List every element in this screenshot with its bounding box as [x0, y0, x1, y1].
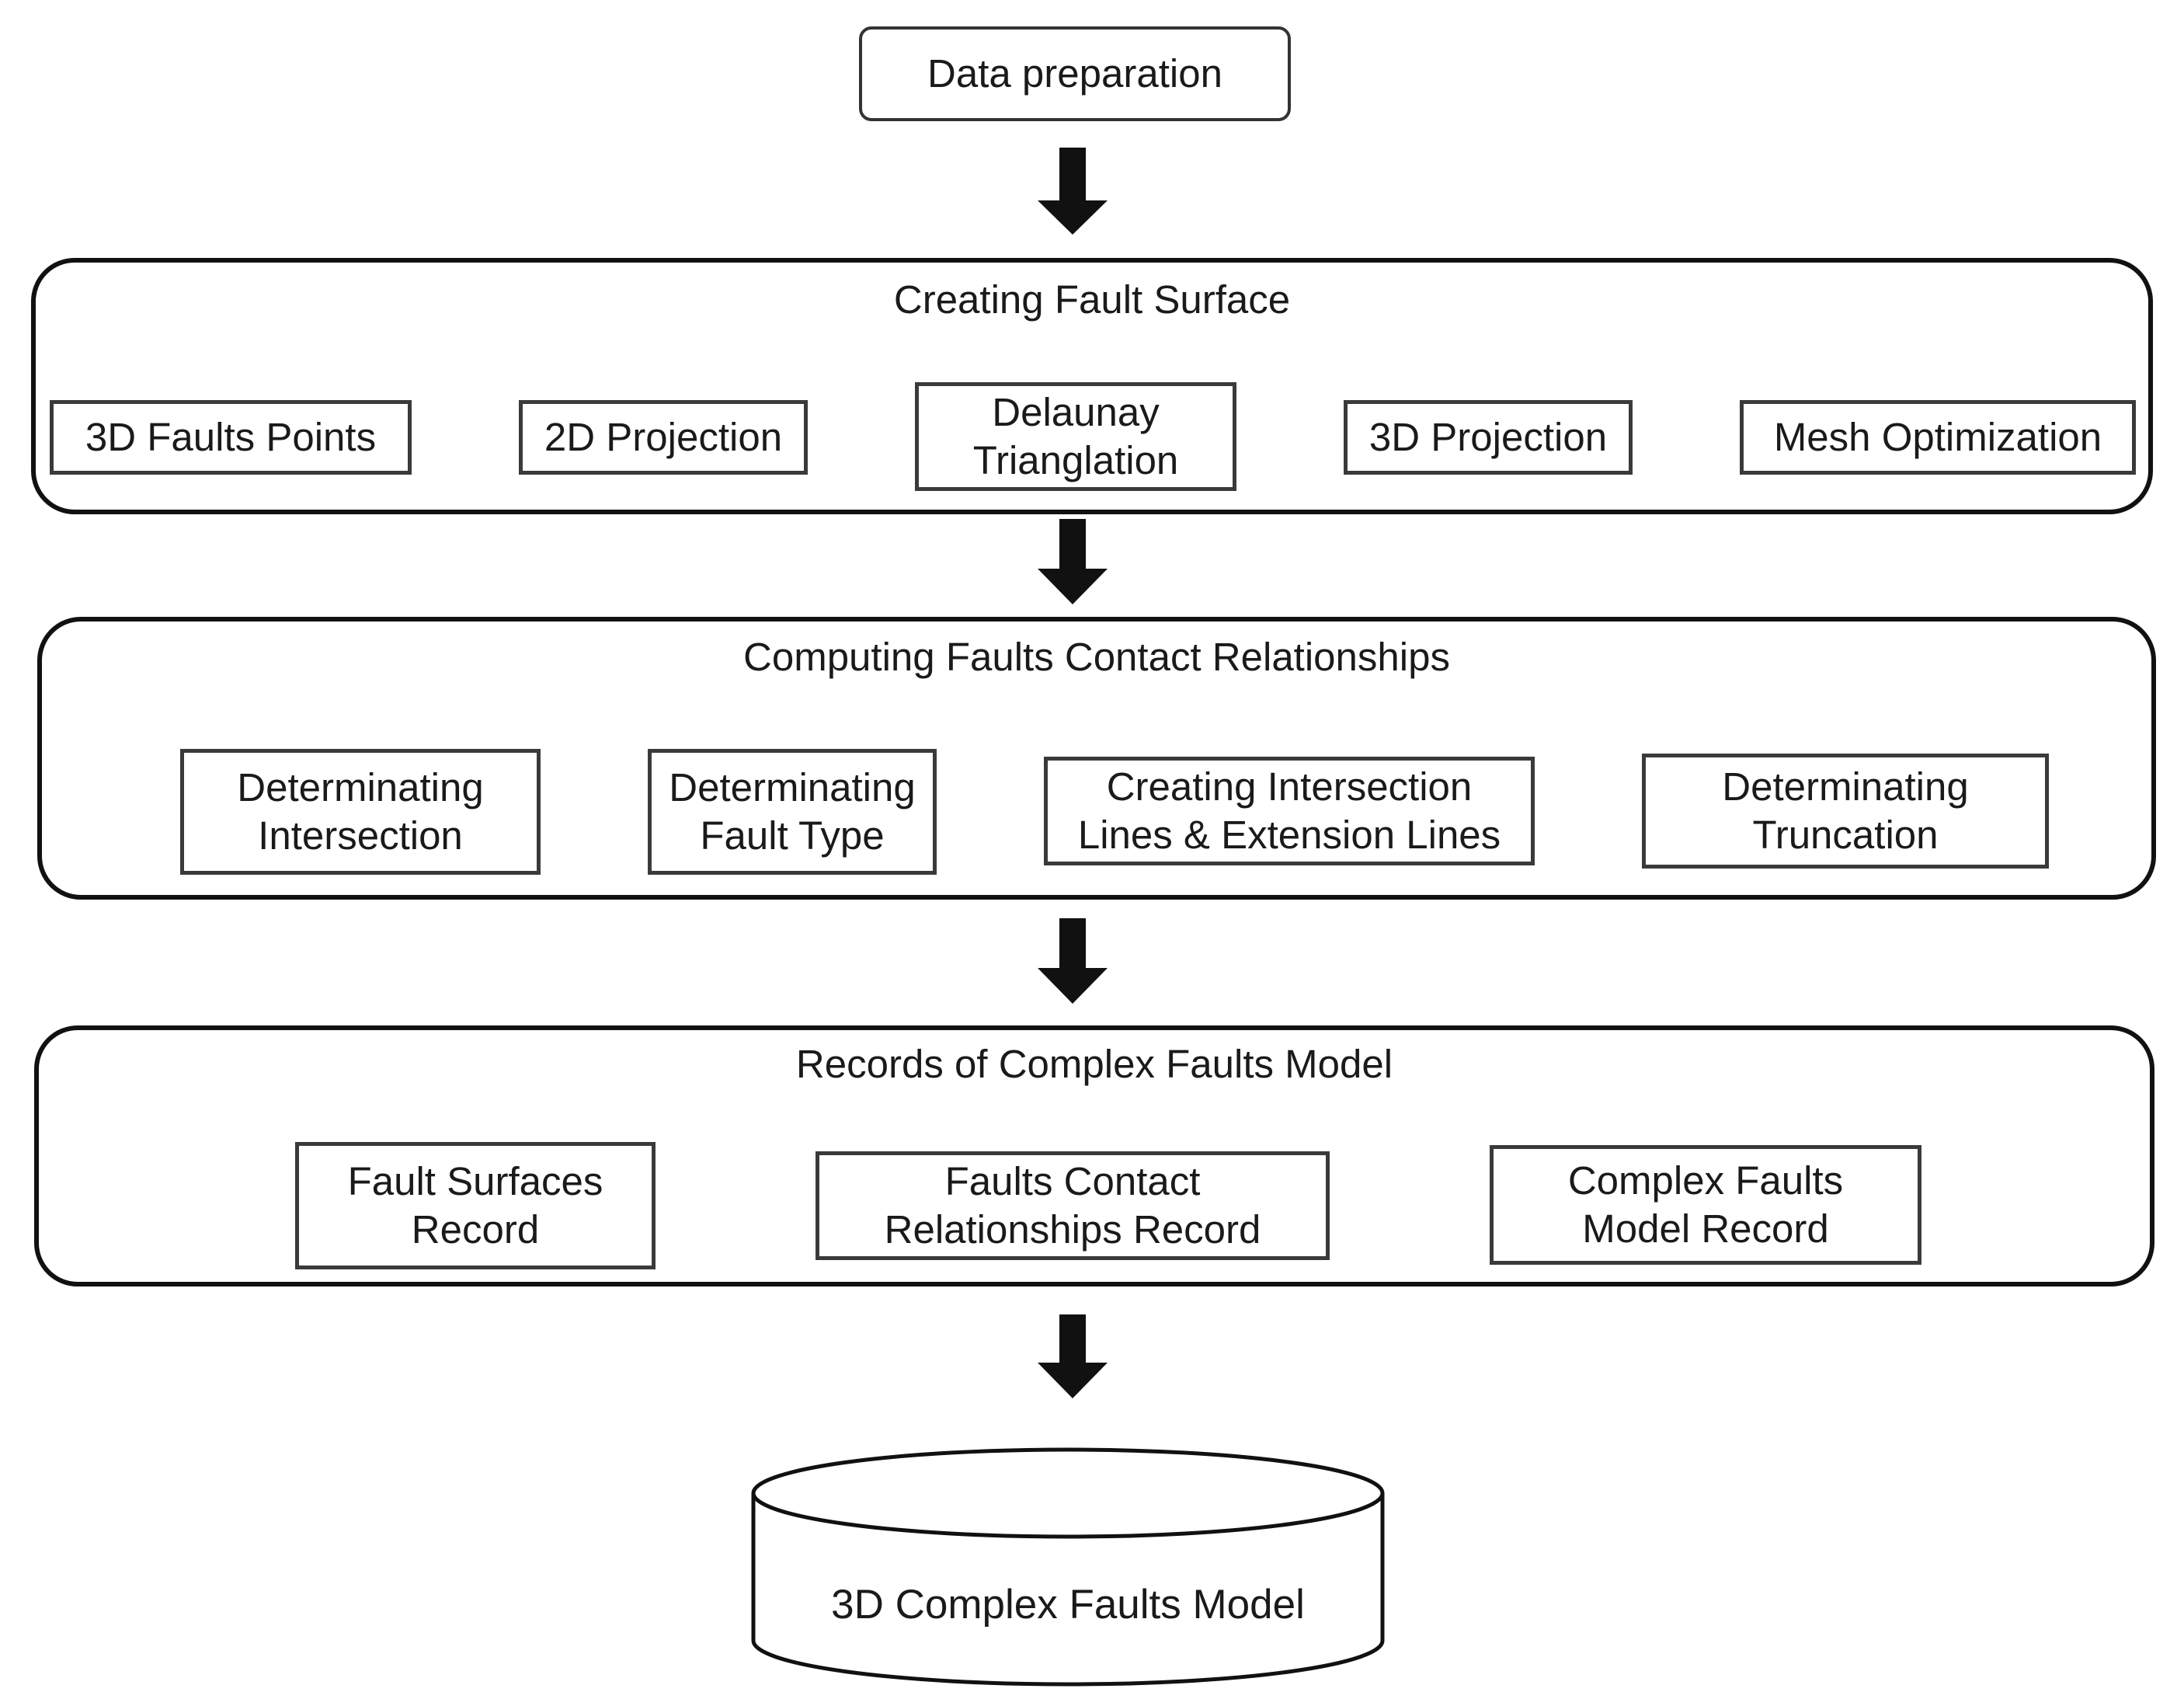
step-faults-contact-relationships-record: Faults Contact Relationships Record: [816, 1151, 1330, 1260]
stage-title: Creating Fault Surface: [893, 277, 1291, 322]
step-2d-projection: 2D Projection: [519, 400, 808, 475]
step-label: Determinating Truncation: [1722, 764, 1969, 857]
step-3d-faults-points: 3D Faults Points: [50, 400, 412, 475]
down-arrow-3: [1038, 918, 1108, 1004]
step-determinating-intersection: Determinating Intersection: [180, 749, 541, 875]
step-label: Determinating Intersection: [237, 764, 484, 858]
down-arrow-1: [1038, 148, 1108, 235]
output-database-label: 3D Complex Faults Model: [831, 1582, 1305, 1628]
step-label: Determinating Fault Type: [669, 764, 916, 858]
step-label: Mesh Optimization: [1773, 414, 2102, 459]
step-complex-faults-model-record: Complex Faults Model Record: [1490, 1145, 1921, 1265]
step-3d-projection: 3D Projection: [1344, 400, 1633, 475]
step-label: 2D Projection: [544, 414, 783, 459]
step-label: 3D Faults Points: [85, 414, 377, 459]
stage-title: Records of Complex Faults Model: [795, 1042, 1393, 1086]
step-label: Fault Surfaces Record: [347, 1158, 603, 1252]
step-label: Creating Intersection Lines & Extension …: [1077, 764, 1501, 857]
database-icon: [751, 1447, 1385, 1687]
step-determinating-truncation: Determinating Truncation: [1642, 754, 2049, 869]
data-preparation-box: Data preparation: [859, 26, 1291, 121]
down-arrow-2: [1038, 519, 1108, 604]
down-arrow-4: [1038, 1314, 1108, 1398]
step-delaunay-trianglation: Delaunay Trianglation: [915, 382, 1236, 491]
stage-title: Computing Faults Contact Relationships: [743, 635, 1450, 679]
step-mesh-optimization: Mesh Optimization: [1740, 400, 2136, 475]
step-label: Faults Contact Relationships Record: [884, 1158, 1261, 1252]
step-creating-intersection-lines: Creating Intersection Lines & Extension …: [1044, 757, 1535, 865]
step-label: Delaunay Trianglation: [972, 389, 1179, 482]
step-label: Complex Faults Model Record: [1567, 1158, 1844, 1251]
step-determinating-fault-type: Determinating Fault Type: [648, 749, 937, 875]
step-fault-surfaces-record: Fault Surfaces Record: [295, 1142, 656, 1269]
step-label: 3D Projection: [1368, 414, 1608, 459]
data-preparation-label: Data preparation: [927, 50, 1222, 96]
